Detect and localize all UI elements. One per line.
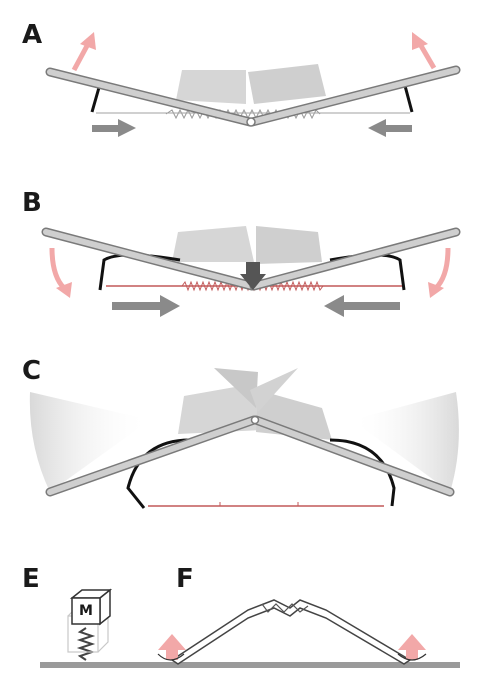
ground bbox=[40, 662, 460, 668]
panel-b bbox=[41, 226, 461, 317]
panel-label-e: E bbox=[22, 564, 40, 594]
rod-right bbox=[251, 229, 459, 289]
panel-label-f: F bbox=[176, 564, 194, 594]
rod-right bbox=[249, 67, 459, 125]
block-left bbox=[172, 226, 254, 262]
panel-label-b: B bbox=[22, 188, 42, 218]
swing-trail-right bbox=[352, 392, 459, 492]
panel-c bbox=[29, 368, 459, 509]
rod-left bbox=[43, 229, 255, 289]
flip-flap-right bbox=[250, 368, 298, 412]
panel-a bbox=[45, 32, 461, 137]
weight-label: M bbox=[79, 603, 93, 619]
panel-label-a: A bbox=[22, 20, 43, 50]
panel-e bbox=[40, 588, 460, 668]
motion-arrow-right-down bbox=[428, 247, 451, 298]
force-arrow-right bbox=[324, 295, 400, 317]
motion-arrow-left-up bbox=[71, 32, 96, 72]
hinge bbox=[246, 117, 256, 127]
press-arrow-down bbox=[240, 262, 266, 290]
rod-left bbox=[47, 417, 257, 495]
spring-column bbox=[76, 627, 96, 661]
motion-arrow-right-up bbox=[412, 32, 437, 70]
fold-crease bbox=[261, 603, 309, 613]
force-arrow-left bbox=[112, 295, 180, 317]
rod-right bbox=[253, 417, 453, 495]
force-arrow-left bbox=[92, 119, 136, 137]
panel-label-c: C bbox=[22, 356, 42, 386]
force-arrow-right bbox=[368, 119, 412, 137]
push-arrow-left bbox=[157, 634, 186, 661]
panel-f bbox=[157, 599, 427, 665]
rod-left bbox=[47, 69, 253, 125]
flip-flap-left bbox=[214, 368, 258, 408]
push-arrow-right bbox=[397, 634, 427, 661]
swing-trail-left bbox=[29, 392, 151, 492]
block-left bbox=[176, 70, 246, 104]
motion-arrow-left-down bbox=[49, 247, 72, 298]
folding-strip bbox=[170, 599, 412, 665]
block-right bbox=[256, 226, 322, 264]
weight-cube bbox=[69, 588, 113, 626]
block-right bbox=[248, 64, 326, 104]
hinge bbox=[250, 415, 260, 425]
